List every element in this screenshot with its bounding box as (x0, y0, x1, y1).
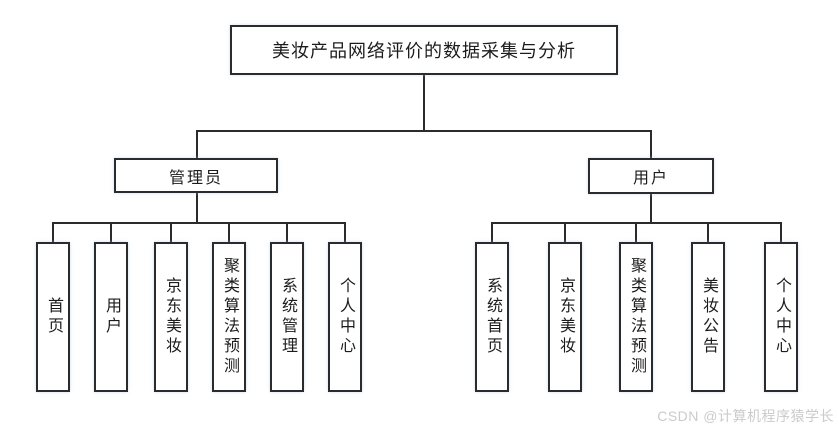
leaf-admin-system-mgmt: 系统管理 (270, 242, 304, 392)
branch-node-user: 用户 (588, 158, 714, 194)
connector-admin-leaf-drop-3 (170, 222, 172, 242)
connector-drop-admin (196, 130, 198, 158)
connector-user-stem (650, 194, 652, 224)
connector-level1-horizontal (196, 130, 652, 132)
connector-user-leaf-drop-3 (635, 222, 637, 242)
connector-user-leaf-drop-1 (491, 222, 493, 242)
leaf-user-jd-beauty: 京东美妆 (548, 242, 582, 392)
connector-admin-leaf-drop-1 (52, 222, 54, 242)
root-node: 美妆产品网络评价的数据采集与分析 (230, 25, 618, 75)
leaf-user-cluster-predict: 聚类算法预测 (619, 242, 653, 392)
leaf-user-beauty-notice: 美妆公告 (691, 242, 725, 392)
leaf-admin-cluster-predict: 聚类算法预测 (212, 242, 246, 392)
branch-node-admin: 管理员 (114, 158, 278, 193)
connector-admin-stem (196, 193, 198, 224)
connector-drop-user (650, 130, 652, 158)
connector-admin-leaf-drop-4 (228, 222, 230, 242)
leaf-user-system-home: 系统首页 (475, 242, 509, 392)
connector-root-stem (423, 75, 425, 132)
connector-user-leaf-drop-4 (707, 222, 709, 242)
connector-user-leaf-drop-2 (564, 222, 566, 242)
connector-admin-leaf-drop-5 (286, 222, 288, 242)
connector-admin-leaf-drop-6 (344, 222, 346, 242)
connector-admin-horizontal (52, 222, 346, 224)
csdn-watermark: CSDN @计算机程序猿学长 (657, 408, 834, 424)
connector-user-leaf-drop-5 (780, 222, 782, 242)
connector-admin-leaf-drop-2 (110, 222, 112, 242)
leaf-admin-home: 首页 (36, 242, 70, 392)
leaf-admin-user: 用户 (94, 242, 128, 392)
leaf-admin-jd-beauty: 京东美妆 (154, 242, 188, 392)
leaf-user-personal-center: 个人中心 (764, 242, 798, 392)
leaf-admin-personal-center: 个人中心 (328, 242, 362, 392)
